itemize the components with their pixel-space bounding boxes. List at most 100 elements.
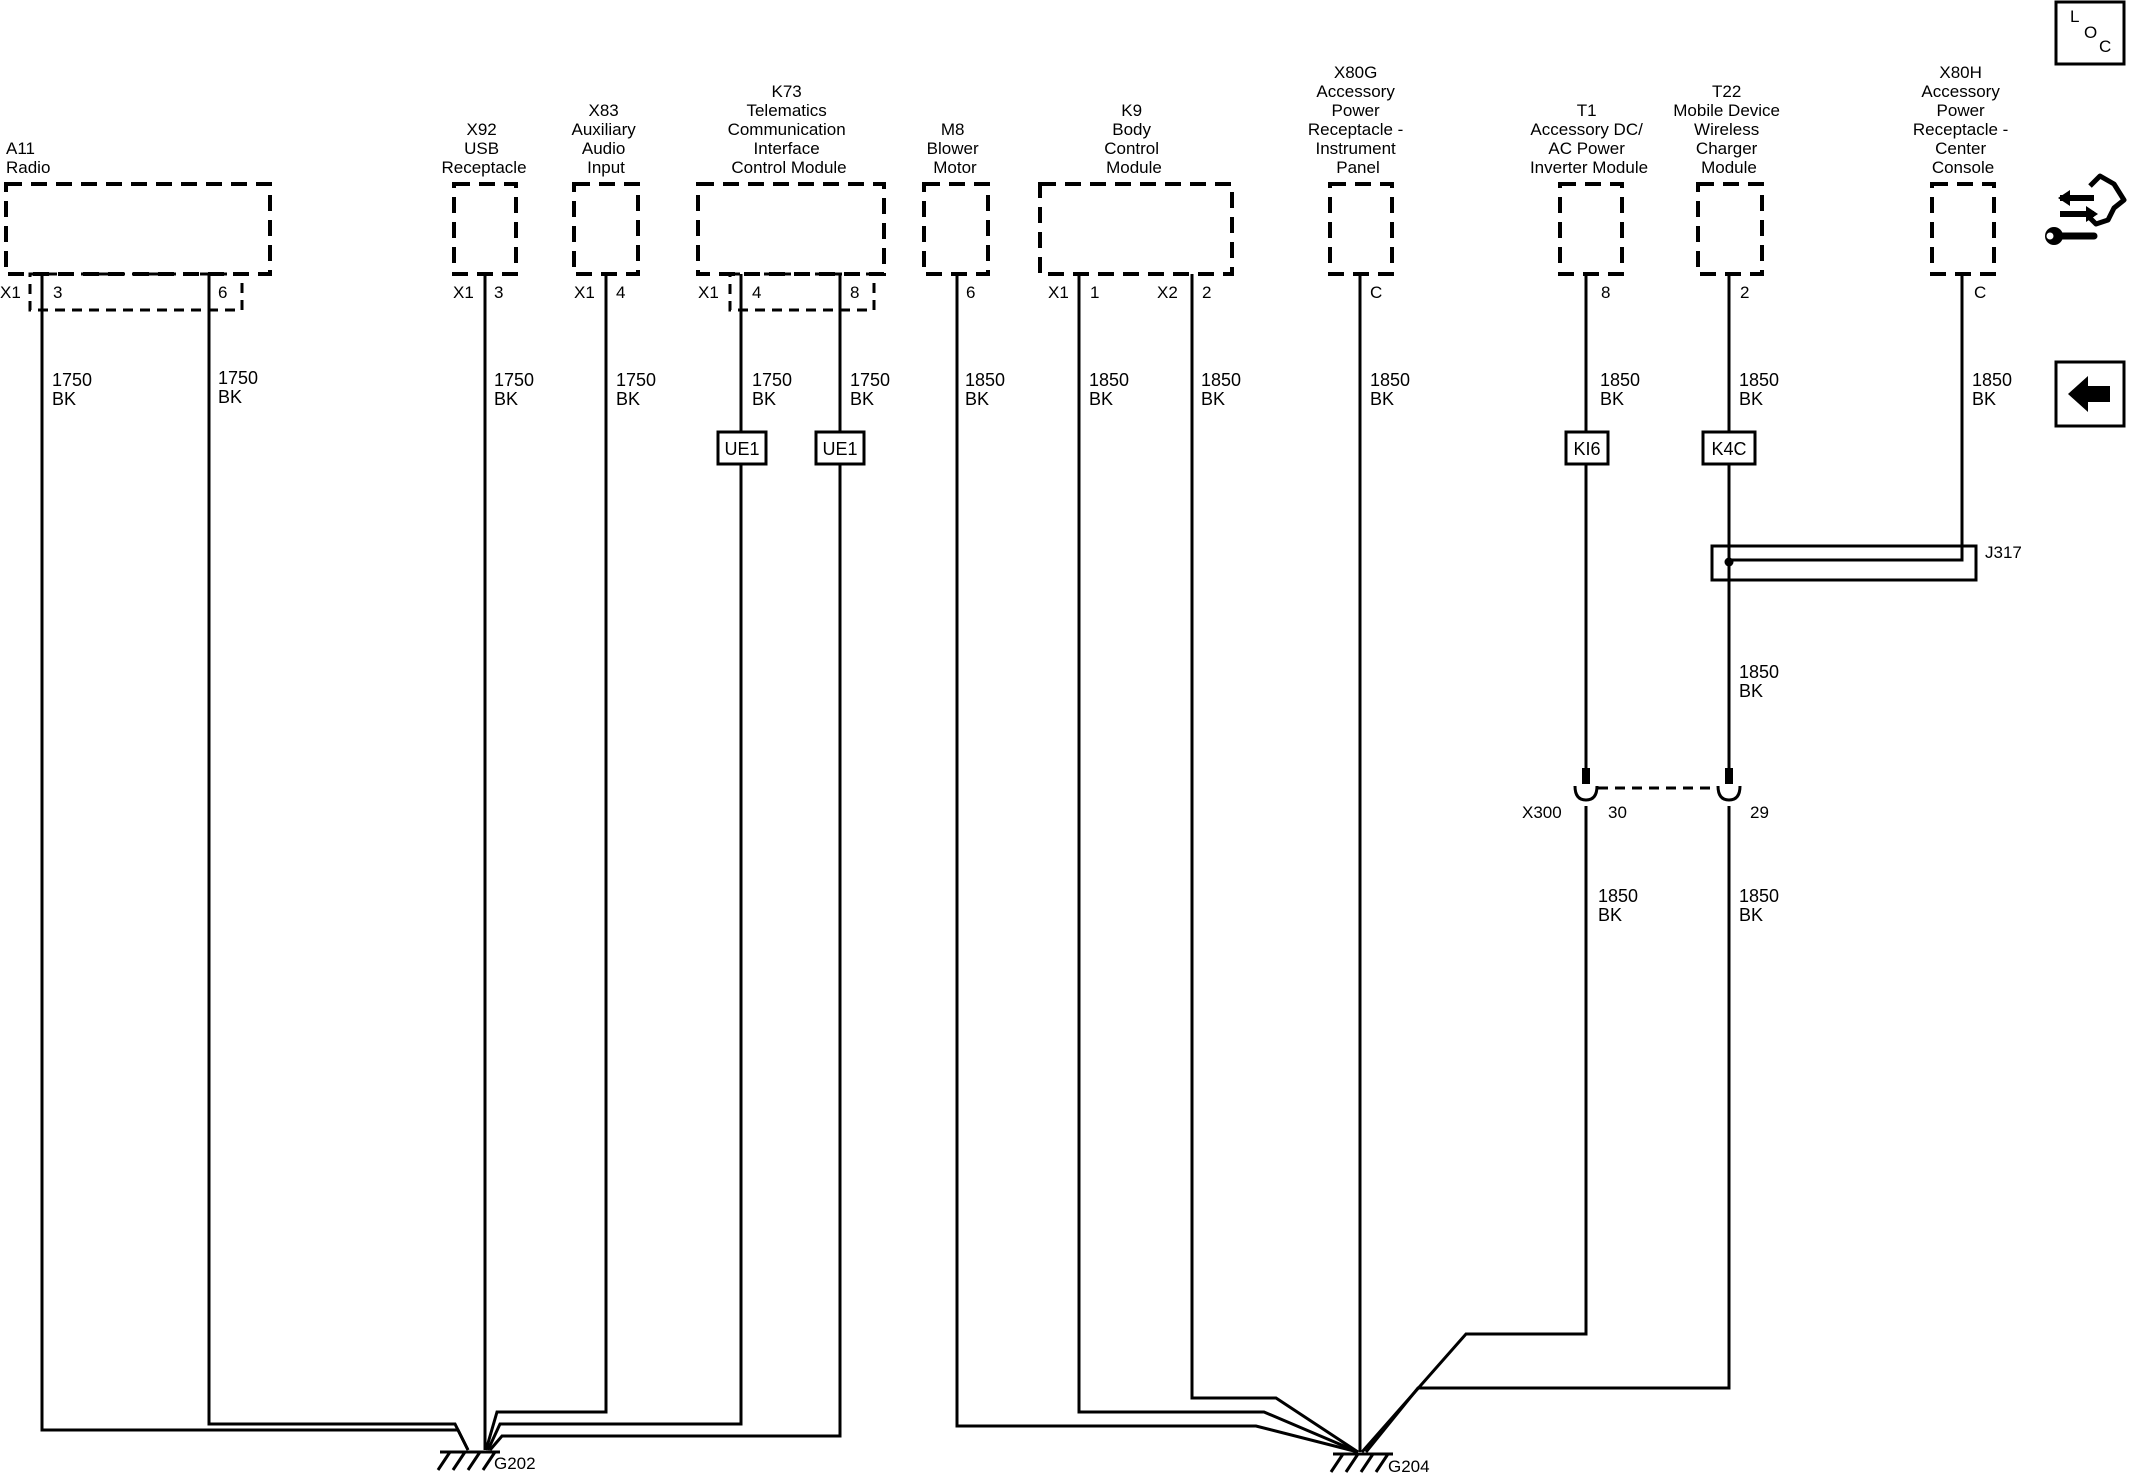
pin-label: 2: [1740, 283, 1749, 302]
component-box-t22: [1696, 182, 1764, 276]
connector-pin-female: [1716, 785, 1742, 802]
connector-box-a11-x1: [28, 272, 244, 312]
wire-a11-3: [40, 274, 470, 1451]
component-label-k9: K9 Body Control Module: [1104, 101, 1164, 177]
component-label-x80h: X80H Accessory Power Receptacle - Center…: [1913, 63, 2013, 177]
wire-k73-4: [486, 274, 743, 1451]
wire-k9-1: [1077, 274, 1359, 1454]
ground-label: G204: [1388, 1457, 1430, 1475]
pin-labels: X1 3 6 X1 3 X1 4 X1 4 8 6 X1 1 X2 2 C 8 …: [0, 283, 1986, 302]
component-labels: A11 Radio X92 USB Receptacle X83 Auxilia…: [6, 63, 2013, 177]
pin-label: 1: [1090, 283, 1099, 302]
connector-box-k73-x1: [728, 272, 876, 312]
connector-pin-male: [1725, 768, 1733, 784]
back-button[interactable]: [2054, 360, 2126, 428]
wire-k9-2: [1190, 274, 1359, 1454]
connector-pin-male: [1582, 768, 1590, 784]
back-arrow-icon: [2068, 376, 2110, 412]
pin-label: 8: [1601, 283, 1610, 302]
harness-tag-box: [1701, 430, 1757, 466]
pin-label: 6: [218, 283, 227, 302]
connector-label: X300: [1522, 803, 1562, 822]
wire-x83-4: [484, 274, 608, 1451]
pin-label: X1: [0, 283, 21, 302]
wires: [40, 274, 1964, 1454]
ground-hatch: [436, 1451, 497, 1471]
splice-label: J317: [1985, 543, 2022, 562]
loc-letter: C: [2099, 37, 2111, 56]
pin-label: X1: [453, 283, 474, 302]
harness-tag-label: K4C: [1711, 439, 1746, 459]
splice-j317: J317: [1710, 543, 2022, 582]
pin-label: 3: [494, 283, 503, 302]
inline-connector-x300: X300 30 29: [1522, 768, 1769, 822]
pin-label: 8: [850, 283, 859, 302]
wire-x300-30: [1360, 806, 1588, 1453]
harness-tag-box: [814, 430, 866, 466]
component-label-x80g: X80G Accessory Power Receptacle - Instru…: [1308, 63, 1408, 177]
pin-label: 3: [53, 283, 62, 302]
pin-label: C: [1974, 283, 1986, 302]
loc-letter: O: [2084, 23, 2097, 42]
wire-a11-6: [207, 274, 470, 1451]
pin-label: X1: [574, 283, 595, 302]
ground-g202: G202: [436, 1450, 536, 1473]
component-label-t1: T1 Accessory DC/ AC Power Inverter Modul…: [1530, 101, 1648, 177]
location-icon: [2054, 0, 2126, 66]
connector-pin-label: 30: [1608, 803, 1627, 822]
component-box-t1: [1558, 182, 1624, 276]
component-box-k9: [1038, 182, 1234, 276]
component-label-m8: M8 Blower Motor: [927, 120, 984, 177]
component-label-a11: A11 Radio: [6, 139, 50, 177]
ground-g204: G204: [1329, 1452, 1430, 1475]
component-box-k73: [696, 182, 886, 276]
component-label-x83: X83 Auxiliary Audio Input: [572, 101, 641, 177]
pin-label: X1: [698, 283, 719, 302]
component-box-x83: [572, 182, 640, 276]
pin-label: 2: [1202, 283, 1211, 302]
connector-pin-label: 29: [1750, 803, 1769, 822]
pin-label: 4: [616, 283, 625, 302]
component-box-a11: [4, 182, 272, 276]
ground-hatch: [1329, 1453, 1390, 1473]
pin-label: 4: [752, 283, 761, 302]
wire-k73-8: [488, 274, 842, 1451]
harness-routing-button[interactable]: [2045, 173, 2127, 245]
pin-label: C: [1370, 283, 1382, 302]
harness-tag-label: KI6: [1573, 439, 1600, 459]
loc-button[interactable]: L O C: [2054, 0, 2126, 66]
pin-label: 6: [966, 283, 975, 302]
wire-m8-6: [955, 274, 1359, 1454]
wire-x80h-c: [1729, 274, 1964, 562]
component-box-x80g: [1328, 182, 1394, 276]
pin-label: X1: [1048, 283, 1069, 302]
component-boxes: [4, 182, 1996, 312]
harness-tag-box: [1564, 430, 1610, 466]
pin-label: X2: [1157, 283, 1178, 302]
component-box-m8: [922, 182, 990, 276]
component-label-k73: K73 Telematics Communication Interface C…: [728, 82, 851, 177]
connector-pin-female: [1573, 785, 1599, 802]
harness-tag-label: UE1: [724, 439, 759, 459]
harness-tags: UE1 UE1 KI6 K4C: [716, 430, 1757, 466]
wire-x300-29: [1364, 806, 1731, 1453]
loc-letter: L: [2070, 7, 2079, 26]
